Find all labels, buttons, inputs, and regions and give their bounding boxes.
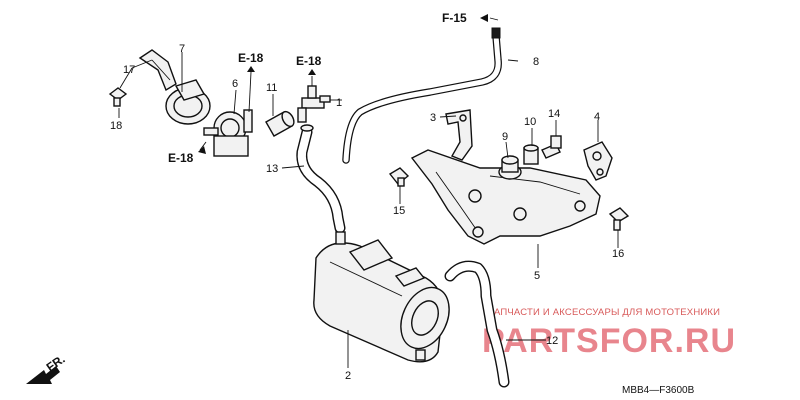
bracket-5-rib [435,171,479,233]
bolt-15-shank [397,177,405,187]
ref-e18-top-left: E-18 [238,51,264,65]
bracket-5-hole-4 [472,226,484,238]
callout-13: 13 [266,163,278,175]
bolt-18 [108,87,128,107]
diagram-code: MBB4—F3600B [622,385,695,396]
canister-port [411,300,439,336]
callout-6: 6 [232,78,238,90]
purge-valve-6-face [220,118,240,138]
canister-seam [329,261,403,297]
callout-1: 1 [336,97,342,109]
hose-8-end [491,27,501,39]
grommet-9 [498,155,522,180]
hose-13 [296,124,346,234]
ref-e18-top-right-arrow [308,69,316,75]
connector-1-port-top [307,85,317,99]
bolt-16-shank [613,219,621,231]
bracket-4-hole-2 [596,168,604,176]
callout-3: 3 [430,112,436,124]
bolt-14-head [550,135,562,149]
canister-outlet-nipple [415,349,426,361]
front-marker: FR. [44,352,68,375]
callout-4: 4 [594,111,600,123]
purge-valve-6-port-top [243,109,253,133]
callout-15: 15 [393,205,405,217]
leader-lines [118,17,619,368]
joint-11-end [281,110,295,128]
bracket-5-hole-3 [574,200,586,212]
hose-13-top-end [300,124,314,132]
hose-12 [444,260,510,388]
callout-17: 17 [123,64,135,76]
ref-e18-top-left-lead [248,71,252,113]
callout-14: 14 [548,108,560,120]
canister-mount-tab-2 [394,267,426,287]
bracket-5-hole [468,189,482,203]
ref-e18-top-left-arrow [247,66,255,72]
bracket-4 [583,141,613,181]
callout-9: 9 [502,131,508,143]
purge-valve-6 [203,109,253,157]
canister-inlet-nipple [335,231,346,245]
band-7 [165,79,211,125]
purge-valve-6-body [213,135,249,157]
callout-7: 7 [179,43,185,55]
connector-1-port-down [297,107,307,123]
ref-e18-left: E-18 [168,151,194,165]
ref-f15-arrow [480,14,488,22]
bracket-4-hole [592,151,602,161]
canister-mount-tab [348,239,394,271]
band-7-clamp [174,79,206,101]
collar-10-top [523,144,539,152]
callout-2: 2 [345,370,351,382]
bracket-3-hole [459,114,467,122]
front-arrow-icon [26,366,60,384]
bolt-18-shank [113,97,121,107]
callout-12: 12 [546,335,558,347]
bolt-16 [608,207,630,231]
purge-valve-6-port-left [203,127,219,136]
connector-1-port-right [319,95,331,103]
callout-10: 10 [524,116,536,128]
joint-11 [265,110,295,137]
bolt-14 [541,135,562,159]
callout-18: 18 [110,120,122,132]
bracket-5 [410,149,601,245]
callout-5: 5 [534,270,540,282]
hose-8 [342,27,502,164]
collar-10 [523,144,539,165]
callout-11: 11 [266,82,277,94]
canister [313,231,450,363]
bracket-3 [445,109,473,161]
watermark-tagline: ЗАПЧАСТИ И АКСЕССУАРЫ ДЛЯ МОТОТЕХНИКИ [488,307,720,318]
bracket-5-hole-2 [513,207,527,221]
callout-8: 8 [533,56,539,68]
bolt-15 [388,167,410,187]
bracket-17-fold [151,59,171,81]
grommet-9-top [501,155,519,165]
callout-16: 16 [612,248,624,260]
bracket-17 [138,49,177,92]
ref-f15: F-15 [442,11,467,25]
connector-1 [297,85,331,123]
ref-e18-left-arrow [198,146,206,154]
watermark-brand: PARTSFOR.RU [482,322,736,360]
ref-e18-top-right: E-18 [296,54,322,68]
